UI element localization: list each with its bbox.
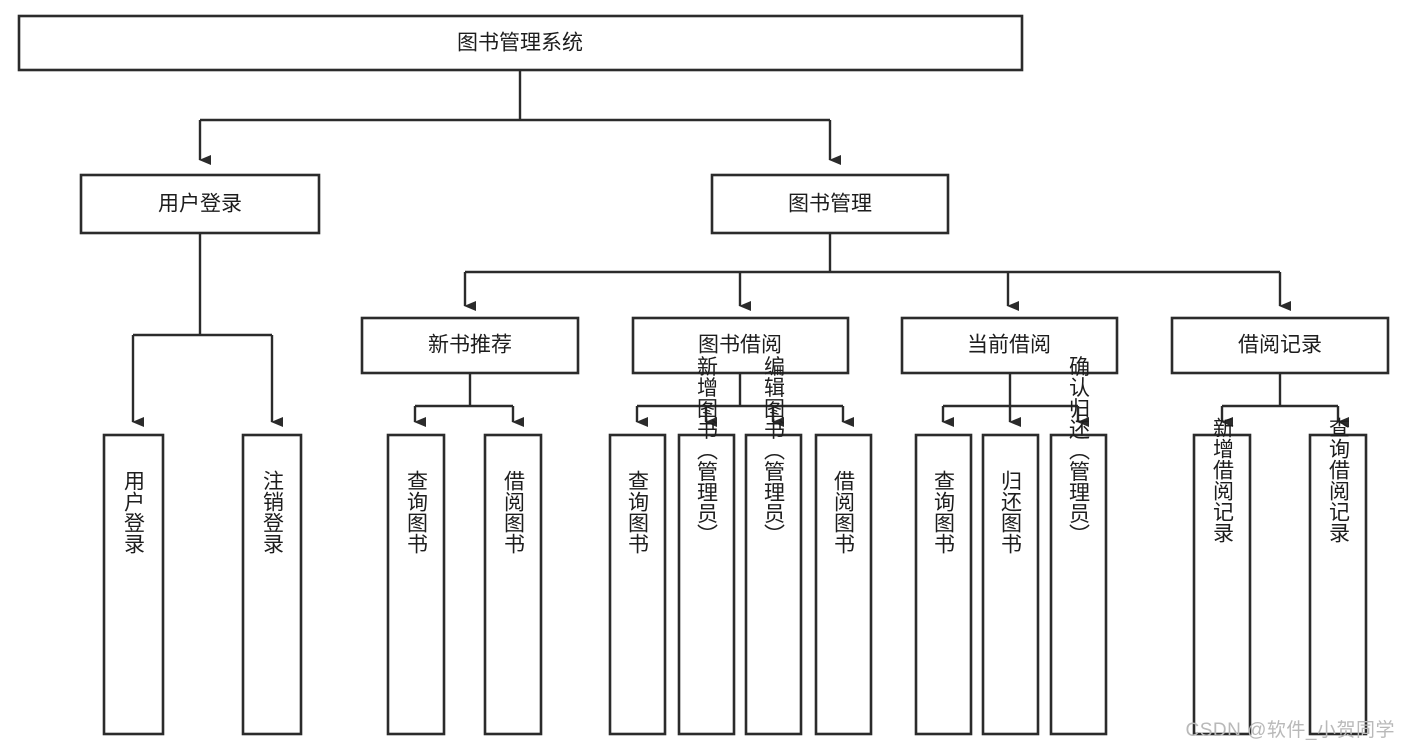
edges-book-borrow-to-leaves [635, 373, 854, 427]
node-book-manage-label: 图书管理 [788, 193, 872, 216]
leaf-query-book-recommend-box [386, 433, 446, 736]
leaf-node-edit-book-admin[interactable]: 编辑图书（管理员） [744, 356, 803, 736]
edges-borrow-records-to-leaves [1220, 373, 1349, 427]
leaf-query-book-recommend-label: 查询图书 [405, 470, 429, 554]
leaf-query-borrow-record-box [1308, 433, 1368, 736]
node-user-login[interactable]: 用户登录 [79, 173, 321, 235]
node-current-borrow-label: 当前借阅 [967, 334, 1051, 357]
node-book-borrow[interactable]: 图书借阅 [631, 316, 850, 375]
node-borrow-records[interactable]: 借阅记录 [1170, 316, 1390, 375]
leaf-node-logout[interactable]: 注销登录 [241, 433, 303, 736]
node-user-login-box [79, 173, 321, 235]
node-root-label: 图书管理系统 [457, 32, 583, 55]
leaf-node-borrow-book-recommend[interactable]: 借阅图书 [483, 433, 543, 736]
leaf-query-book-borrow-label: 查询图书 [626, 470, 650, 554]
node-book-manage[interactable]: 图书管理 [710, 173, 950, 235]
leaf-confirm-return-admin-label: 确认归还（管理员） [1067, 356, 1091, 545]
edges-current-borrow-to-leaves [941, 373, 1089, 427]
leaf-query-borrow-record-label: 查询借阅记录 [1327, 417, 1351, 543]
leaf-node-query-book-current[interactable]: 查询图书 [914, 433, 973, 736]
leaf-add-borrow-record-box [1192, 433, 1252, 736]
leaf-confirm-return-admin-box [1049, 433, 1108, 736]
leaf-return-book-label: 归还图书 [999, 470, 1023, 554]
node-root-box [17, 14, 1024, 72]
leaf-node-return-book[interactable]: 归还图书 [981, 433, 1040, 736]
leaf-borrow-book-borrow-label: 借阅图书 [832, 470, 856, 554]
leaf-edit-book-admin-label: 编辑图书（管理员） [762, 356, 786, 545]
edges-root-to-level2 [198, 70, 841, 165]
leaf-node-query-book-borrow[interactable]: 查询图书 [608, 433, 667, 736]
edges-user-login-to-leaves [131, 233, 283, 427]
leaf-borrow-book-borrow-box [814, 433, 873, 736]
node-borrow-records-box [1170, 316, 1390, 375]
csdn-watermark: CSDN @软件_小贺同学 [1185, 720, 1395, 741]
node-new-book-recommend-label: 新书推荐 [428, 334, 512, 357]
leaf-logout-box [241, 433, 303, 736]
node-book-borrow-box [631, 316, 850, 375]
leaf-node-confirm-return-admin[interactable]: 确认归还（管理员） [1049, 356, 1108, 736]
leaf-node-query-book-recommend[interactable]: 查询图书 [386, 433, 446, 736]
leaf-query-book-current-label: 查询图书 [932, 470, 956, 554]
node-new-book-recommend-box [360, 316, 580, 375]
leaf-return-book-box [981, 433, 1040, 736]
leaf-node-borrow-book-borrow[interactable]: 借阅图书 [814, 433, 873, 736]
leaf-edit-book-admin-box [744, 433, 803, 736]
node-current-borrow-box [900, 316, 1119, 375]
node-book-manage-box [710, 173, 950, 235]
node-user-login-label: 用户登录 [158, 193, 242, 216]
leaf-node-query-borrow-record[interactable]: 查询借阅记录 [1308, 417, 1368, 736]
leaf-borrow-book-recommend-box [483, 433, 543, 736]
leaf-user-login-label: 用户登录 [122, 470, 146, 554]
leaf-node-user-login[interactable]: 用户登录 [102, 433, 165, 736]
node-book-borrow-label: 图书借阅 [698, 334, 782, 357]
leaf-logout-label: 注销登录 [261, 470, 285, 554]
leaf-add-book-admin-label: 新增图书（管理员） [695, 356, 719, 545]
leaf-node-add-book-admin[interactable]: 新增图书（管理员） [677, 356, 736, 736]
leaf-borrow-book-recommend-label: 借阅图书 [502, 470, 526, 554]
leaf-add-borrow-record-label: 新增借阅记录 [1211, 417, 1235, 543]
node-root-system[interactable]: 图书管理系统 [17, 14, 1024, 72]
node-borrow-records-label: 借阅记录 [1238, 334, 1322, 357]
leaf-add-book-admin-box [677, 433, 736, 736]
node-current-borrow[interactable]: 当前借阅 [900, 316, 1119, 375]
edges-book-manage-to-level3 [463, 233, 1291, 311]
leaf-user-login-box [102, 433, 165, 736]
leaf-query-book-borrow-box [608, 433, 667, 736]
node-new-book-recommend[interactable]: 新书推荐 [360, 316, 580, 375]
leaf-query-book-current-box [914, 433, 973, 736]
edges-new-book-recommend-to-leaves [413, 373, 524, 427]
leaf-node-add-borrow-record[interactable]: 新增借阅记录 [1192, 417, 1252, 736]
